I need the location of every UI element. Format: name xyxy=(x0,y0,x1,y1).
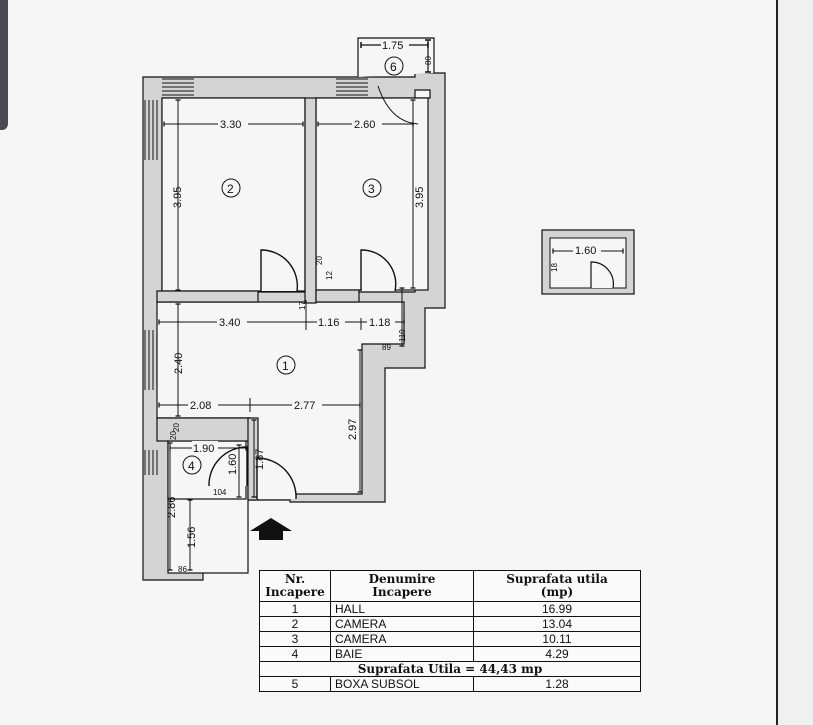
window-room3 xyxy=(336,78,368,96)
cell-nr: 5 xyxy=(259,676,331,692)
cell-nr: 3 xyxy=(259,631,331,647)
cell-area: 10.11 xyxy=(473,631,641,647)
dim-room3-width: 2.60 xyxy=(354,119,375,131)
table-row: 2 CAMERA 13.04 xyxy=(259,616,641,632)
cell-nr: 2 xyxy=(259,616,331,632)
cell-name: BAIE xyxy=(330,646,474,662)
door-storage xyxy=(590,261,614,289)
corner-tab xyxy=(0,0,8,130)
cell-area: 1.28 xyxy=(473,676,641,692)
table-row: 5 BOXA SUBSOL 1.28 xyxy=(259,676,641,692)
room-labels xyxy=(182,56,619,475)
dim-bath-h: 1.60 xyxy=(227,454,239,475)
window-bath-side xyxy=(144,450,158,475)
room-3-label: 3 xyxy=(368,182,375,196)
dim-entry-h: 1.87 xyxy=(254,449,266,470)
cell-name: HALL xyxy=(330,601,474,617)
dim-storage-18: 18 xyxy=(550,263,559,272)
dimension-labels: 3.30 2.60 3.95 3.95 1.75 80 3.40 1.16 1.… xyxy=(166,40,433,574)
cell-area: 16.99 xyxy=(473,601,641,617)
dim-storage-width: 1.60 xyxy=(575,245,596,257)
table-row: 1 HALL 16.99 xyxy=(259,601,641,617)
table-summary-row: Suprafata Utila = 44,43 mp xyxy=(259,661,641,677)
dim-small-12: 12 xyxy=(325,271,334,280)
door-room3 xyxy=(360,249,397,292)
storage-box-5: 1.60 18 xyxy=(541,229,635,295)
dimension-lines xyxy=(158,99,416,571)
header-suprafata: Suprafata utila(mp) xyxy=(473,570,641,602)
dim-bath-2-86: 2.86 xyxy=(166,497,178,518)
partition-2-1 xyxy=(156,290,259,303)
partition-3-1 xyxy=(315,289,360,303)
room-2-label: 2 xyxy=(227,182,234,196)
window-hall-side xyxy=(144,330,154,390)
room-6-label: 6 xyxy=(390,60,397,74)
dim-hall-w3: 1.18 xyxy=(369,317,390,329)
dim-balcony-width: 1.75 xyxy=(382,40,403,52)
table-row: 3 CAMERA 10.11 xyxy=(259,631,641,647)
dim-hall-w4: 2.08 xyxy=(190,400,211,412)
dim-balcony-depth: 80 xyxy=(424,56,433,65)
dim-hall-89: 89 xyxy=(382,343,391,352)
dim-room3-depth: 3.95 xyxy=(414,187,426,208)
dim-hall-110: 110 xyxy=(398,329,407,342)
cell-name: CAMERA xyxy=(330,631,474,647)
cell-nr: 1 xyxy=(259,601,331,617)
dim-small-17: 17 xyxy=(298,301,307,310)
entry-arrow-icon xyxy=(250,518,292,540)
summary-cell: Suprafata Utila = 44,43 mp xyxy=(259,661,641,677)
window-room2-side xyxy=(144,100,158,160)
dim-hall-w5: 2.77 xyxy=(294,400,315,412)
windows xyxy=(144,78,368,475)
partition-2-3 xyxy=(304,97,317,304)
dim-small-20b: 20 xyxy=(169,431,178,440)
dim-hall-w1: 3.40 xyxy=(219,317,240,329)
dim-bath-104: 104 xyxy=(213,488,227,497)
dim-small-20c: 20 xyxy=(172,423,181,432)
door-room2 xyxy=(260,249,299,292)
dim-hall-w2: 1.16 xyxy=(318,317,339,329)
door-entry xyxy=(256,457,297,500)
dim-bath-1-56: 1.56 xyxy=(186,527,198,548)
cell-name: CAMERA xyxy=(330,616,474,632)
cell-area: 13.04 xyxy=(473,616,641,632)
cell-area: 4.29 xyxy=(473,646,641,662)
dim-small-20a: 20 xyxy=(315,256,324,265)
header-nr: Nr.Incapere xyxy=(259,570,331,602)
dim-hall-h2: 2.97 xyxy=(347,419,359,440)
table-row: 4 BAIE 4.29 xyxy=(259,646,641,662)
dim-bath-86: 86 xyxy=(178,565,187,574)
dim-room2-depth: 3.95 xyxy=(172,187,184,208)
window-room2 xyxy=(162,78,194,96)
dim-hall-h1: 2.40 xyxy=(173,353,185,374)
paper-edge-line xyxy=(776,0,778,725)
page-margin xyxy=(778,0,813,725)
room-4-label: 4 xyxy=(188,459,195,473)
cell-name: BOXA SUBSOL xyxy=(330,676,474,692)
dim-bath-width: 1.90 xyxy=(193,443,214,455)
room-1-label: 1 xyxy=(282,359,289,373)
dim-room2-width: 3.30 xyxy=(220,119,241,131)
cell-nr: 4 xyxy=(259,646,331,662)
